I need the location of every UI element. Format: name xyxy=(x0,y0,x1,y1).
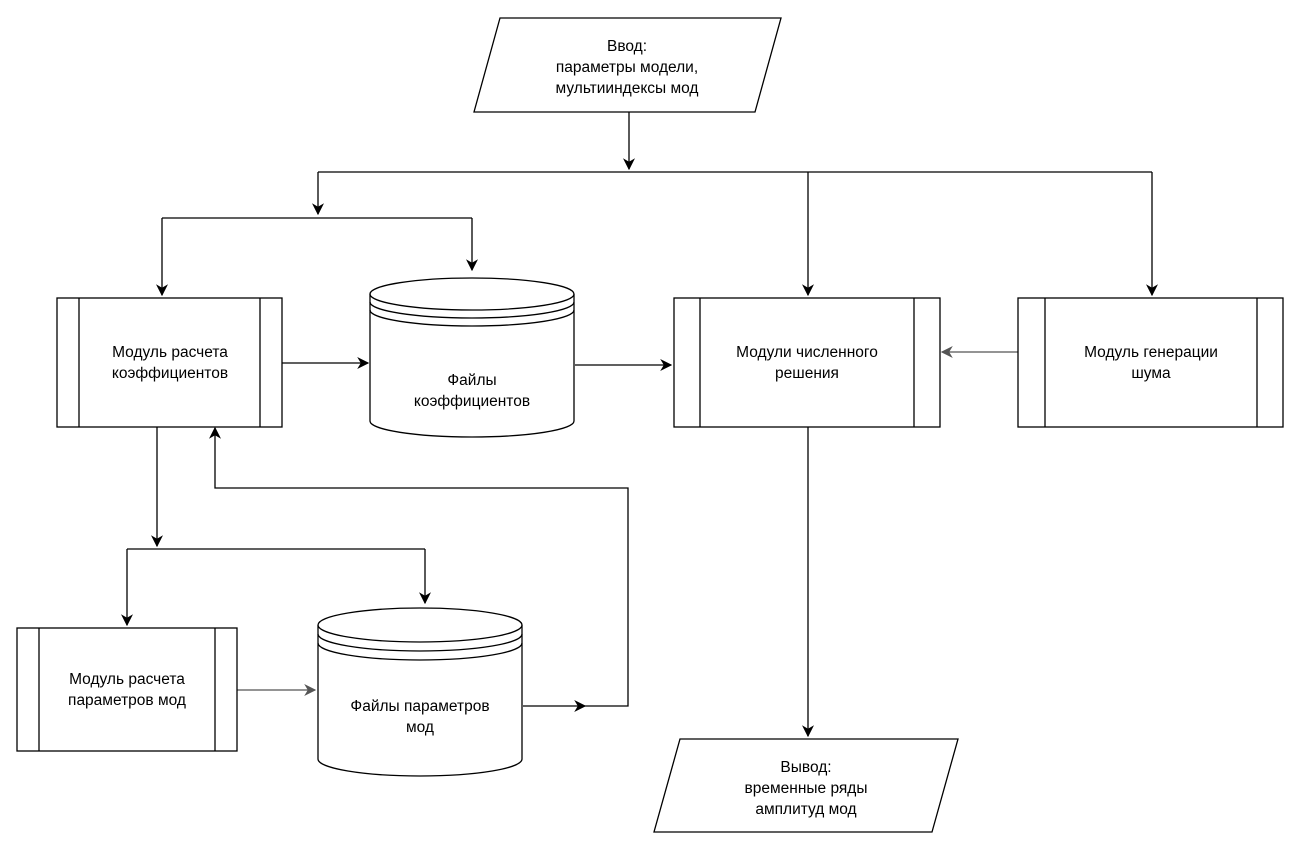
coef-files-line-2: коэффициентов xyxy=(414,393,530,410)
solver-line-2: решения xyxy=(775,365,839,382)
noise-line-2: шума xyxy=(1131,365,1171,382)
input-line-2: параметры модели, xyxy=(556,59,698,76)
output-node: Вывод: временные ряды амплитуд мод xyxy=(653,738,959,833)
input-line-3: мультииндексы мод xyxy=(556,80,699,97)
coef-files-line-1: Файлы xyxy=(447,372,496,389)
noise-node: Модуль генерации шума xyxy=(1017,297,1284,428)
coef-module-node: Модуль расчета коэффициентов xyxy=(56,297,283,428)
edges xyxy=(121,112,1158,738)
coef-module-line-1: Модуль расчета xyxy=(112,344,228,361)
mode-module-line-2: параметров мод xyxy=(68,692,186,709)
input-line-1: Ввод: xyxy=(607,38,647,55)
mode-module-node: Модуль расчета параметров мод xyxy=(16,627,238,752)
solver-node: Модули численного решения xyxy=(673,297,941,428)
output-line-3: амплитуд мод xyxy=(755,801,856,818)
mode-files-node: Файлы параметров мод xyxy=(317,607,523,777)
coef-files-node: Файлы коэффициентов xyxy=(369,277,575,438)
edge-feedback-to-coef-module xyxy=(209,426,629,707)
mode-files-line-2: мод xyxy=(406,719,434,736)
coef-module-line-2: коэффициентов xyxy=(112,365,228,382)
noise-line-1: Модуль генерации xyxy=(1084,344,1218,361)
input-node: Ввод: параметры модели, мультииндексы мо… xyxy=(473,17,782,113)
solver-line-1: Модули численного xyxy=(736,344,878,361)
output-line-1: Вывод: xyxy=(780,759,831,776)
mode-module-line-1: Модуль расчета xyxy=(69,671,185,688)
mode-files-line-1: Файлы параметров xyxy=(350,698,489,715)
output-line-2: временные ряды xyxy=(745,780,868,797)
